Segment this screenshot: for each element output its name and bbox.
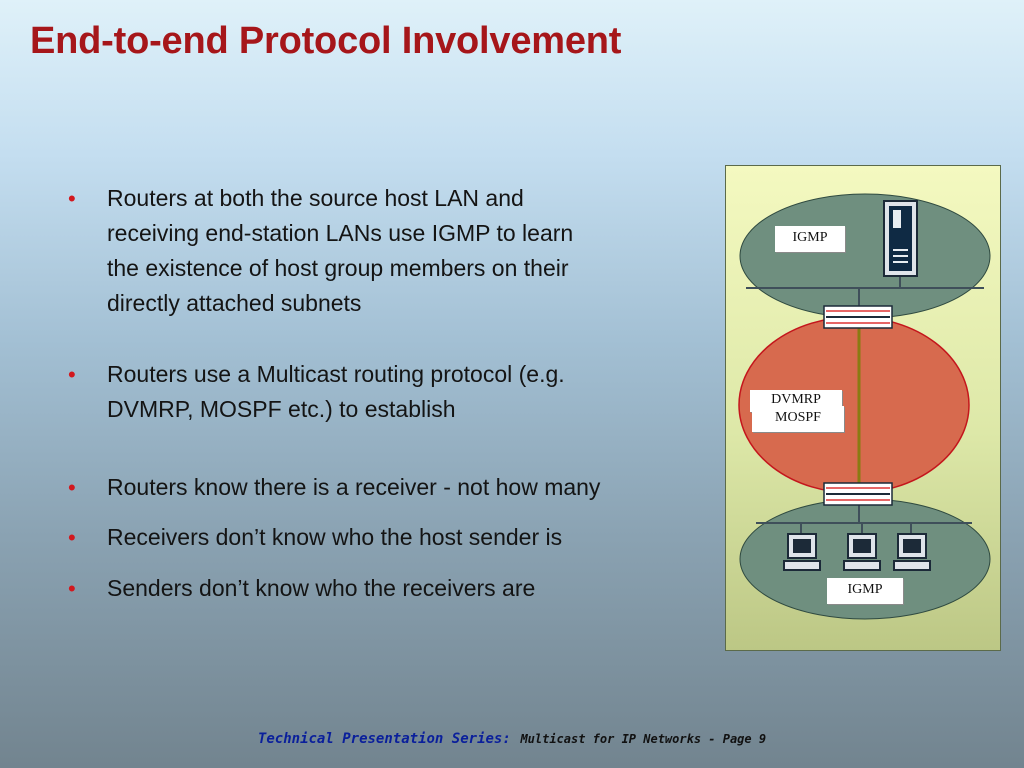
router-icon xyxy=(823,305,893,329)
network-diagram-graphic xyxy=(738,193,991,620)
bullet-dot: • xyxy=(68,362,76,387)
bullet-dot: • xyxy=(68,186,76,211)
bullet-text: Routers know there is a receiver - not h… xyxy=(107,474,601,500)
source-lan-ellipse xyxy=(739,193,991,319)
network-diagram: IGMP DVMRP MOSPF IGMP xyxy=(725,165,1001,651)
bullet-text: Routers use a Multicast routing protocol… xyxy=(107,361,565,422)
slide-title: End-to-end Protocol Involvement xyxy=(30,20,622,62)
slide-footer: Technical Presentation Series: Multicast… xyxy=(0,728,1024,747)
router-icon xyxy=(823,482,893,506)
mospf-label: MOSPF xyxy=(752,406,844,432)
server-icon xyxy=(883,200,918,277)
bullet-text: Receivers don’t know who the host sender… xyxy=(107,524,563,550)
footer-series: Technical Presentation Series: xyxy=(257,731,511,747)
bullet-dot: • xyxy=(68,475,76,500)
igmp-receiver-label: IGMP xyxy=(827,578,903,604)
igmp-source-label: IGMP xyxy=(775,226,845,252)
bullet-text: Senders don’t know who the receivers are xyxy=(107,575,536,601)
bullet-dot: • xyxy=(68,525,76,550)
workstation-icon xyxy=(893,533,931,571)
workstation-icon xyxy=(783,533,821,571)
bullet-text: Routers at both the source host LAN and … xyxy=(107,185,574,316)
footer-page: Multicast for IP Networks - Page 9 xyxy=(520,732,767,746)
workstation-icon xyxy=(843,533,881,571)
bullet-dot: • xyxy=(68,576,76,601)
